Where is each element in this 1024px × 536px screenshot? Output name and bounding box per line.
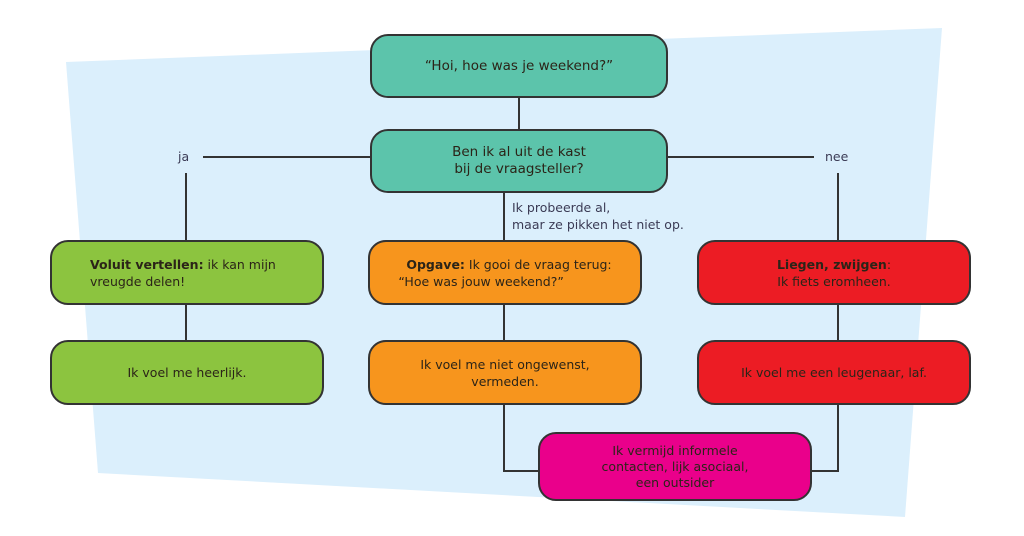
middle-branch-label-line-1: Ik probeerde al, xyxy=(512,200,611,215)
middle-feeling-line-2: vermeden. xyxy=(471,373,539,389)
outcome-line-2: contacten, lijk asociaal, xyxy=(601,458,749,474)
middle-branch-label: Ik probeerde al, maar ze pikken het niet… xyxy=(512,199,684,233)
yes-action-box: Voluit vertellen: ik kan mijn vreugde de… xyxy=(50,240,324,305)
middle-branch-label-line-2: maar ze pikken het niet op. xyxy=(512,217,684,232)
no-feeling-box: Ik voel me een leugenaar, laf. xyxy=(697,340,971,405)
yes-feeling-box: Ik voel me heerlijk. xyxy=(50,340,324,405)
question-line-1: Ben ik al uit de kast xyxy=(452,144,586,160)
middle-action-bold: Opgave: xyxy=(406,256,465,272)
middle-action-line-2: “Hoe was jouw weekend?” xyxy=(398,273,564,289)
connector-orange-pink xyxy=(503,405,538,472)
no-action-bold: Liegen, zwijgen xyxy=(776,256,887,272)
no-label: nee xyxy=(825,149,849,164)
yes-action-text: ik kan mijn xyxy=(203,256,276,272)
middle-action-box: Opgave: Ik gooi de vraag terug: “Hoe was… xyxy=(368,240,642,305)
start-text: “Hoi, hoe was je weekend?” xyxy=(424,57,614,74)
outcome-line-3: een outsider xyxy=(635,474,715,490)
start-box: “Hoi, hoe was je weekend?” xyxy=(370,34,668,98)
outcome-line-1: Ik vermijd informele xyxy=(612,442,738,458)
question-box: Ben ik al uit de kast bij de vraagstelle… xyxy=(370,129,668,193)
yes-action-bold: Voluit vertellen: xyxy=(90,256,204,272)
outcome-box: Ik vermijd informele contacten, lijk aso… xyxy=(538,432,812,501)
no-action-text: : xyxy=(886,256,892,272)
middle-feeling-box: Ik voel me niet ongewenst, vermeden. xyxy=(368,340,642,405)
no-action-line-2: Ik fiets eromheen. xyxy=(777,273,891,289)
yes-label: ja xyxy=(178,149,190,164)
no-feeling-text: Ik voel me een leugenaar, laf. xyxy=(741,365,927,380)
middle-action-text: Ik gooi de vraag terug: xyxy=(464,256,612,272)
no-action-box: Liegen, zwijgen: Ik fiets eromheen. xyxy=(697,240,971,305)
middle-feeling-line-1: Ik voel me niet ongewenst, xyxy=(420,356,590,372)
question-line-2: bij de vraagsteller? xyxy=(454,161,584,177)
yes-feeling-text: Ik voel me heerlijk. xyxy=(127,365,247,380)
connector-red-pink xyxy=(812,405,839,472)
yes-action-line-2: vreugde delen! xyxy=(90,273,186,289)
